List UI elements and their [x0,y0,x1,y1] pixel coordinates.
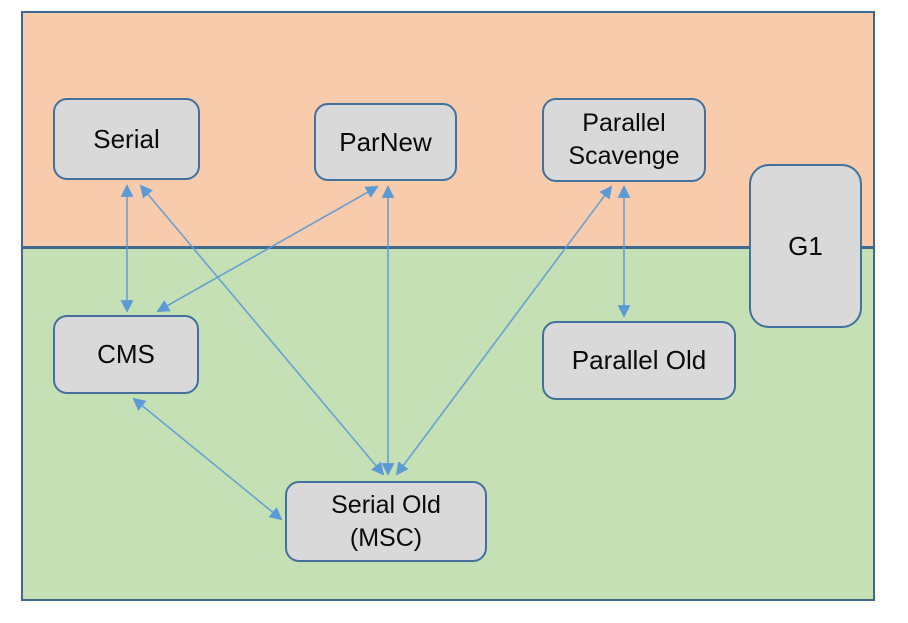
node-parnew: ParNew [314,103,457,181]
node-cms: CMS [53,315,199,394]
edge-parnew-cms [156,186,379,312]
edge-cms-serial-old [132,397,283,521]
node-g1: G1 [749,164,862,328]
node-parallel-scavenge: Parallel Scavenge [542,98,706,182]
node-serial-old: Serial Old (MSC) [285,481,487,562]
edge-parallel-scavenge-serial-old [395,185,613,476]
node-parallel-old: Parallel Old [542,321,736,400]
node-serial: Serial [53,98,200,180]
